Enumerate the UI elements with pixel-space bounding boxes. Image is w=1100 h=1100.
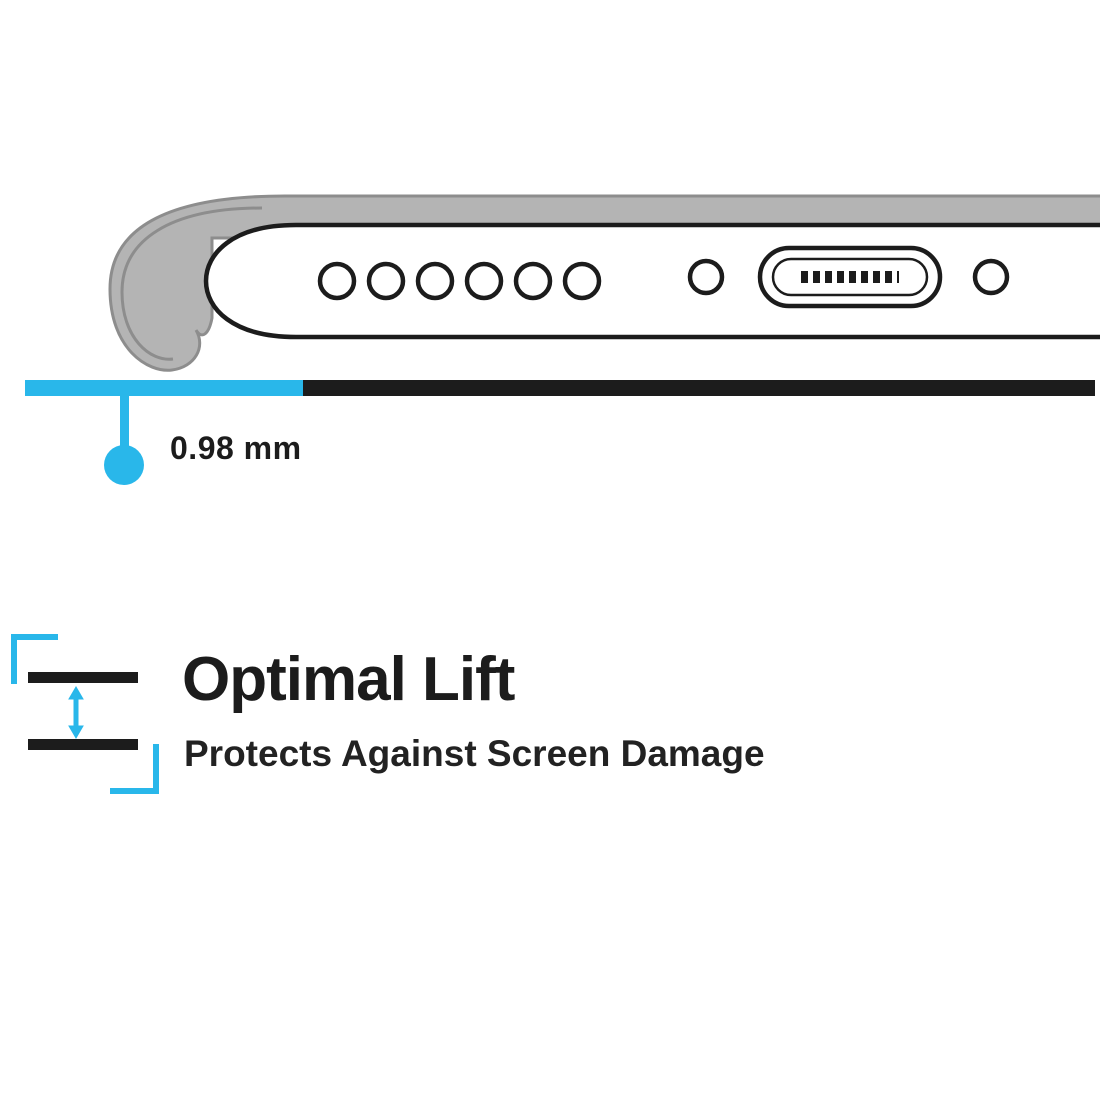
charging-port-icon	[757, 245, 943, 309]
lift-gap-icon	[11, 634, 159, 794]
measure-dot	[104, 445, 144, 485]
double-arrow-vertical-icon	[68, 686, 84, 739]
measure-line-accent	[25, 380, 303, 396]
bracket-bottom-right	[110, 744, 159, 794]
measure-drop-line	[120, 396, 129, 450]
bracket-top-left	[11, 634, 58, 684]
screw-hole-left-icon	[687, 258, 725, 296]
phone-bottom-edge	[203, 222, 1100, 340]
gap-line-top	[28, 672, 138, 683]
speaker-hole	[415, 261, 455, 301]
gap-line-bottom	[28, 739, 138, 750]
screw-hole-right-icon	[972, 258, 1010, 296]
speaker-hole	[464, 261, 504, 301]
speaker-hole	[317, 261, 357, 301]
lift-measurement	[25, 380, 1095, 485]
feature-subtitle: Protects Against Screen Damage	[184, 733, 765, 774]
case-inner-thickness-line	[120, 206, 263, 361]
measurement-value-label: 0.98 mm	[170, 430, 302, 466]
speaker-hole	[562, 261, 602, 301]
measure-line-dark	[303, 380, 1095, 396]
feature-title: Optimal Lift	[182, 645, 515, 714]
speaker-holes	[317, 261, 602, 301]
speaker-hole	[366, 261, 406, 301]
speaker-hole	[513, 261, 553, 301]
